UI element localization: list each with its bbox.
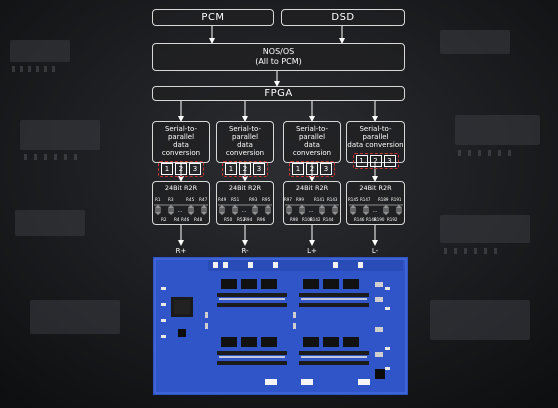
resistor-label: R46 — [181, 217, 190, 222]
resistor-label: R145 — [348, 197, 359, 202]
resistor-label: R146 — [354, 217, 365, 222]
resistor-label: R93 — [249, 197, 258, 202]
nos-os-box: NOS/OS (All to PCM) — [152, 43, 405, 71]
resistor-label: R45 — [186, 197, 195, 202]
r2r-title: 24Bit R2R — [164, 184, 198, 192]
svg-text:···: ··· — [372, 209, 377, 215]
resistor-label: R147 — [360, 197, 371, 202]
register-cell: 1 — [355, 155, 368, 167]
resistor-label: R3 — [168, 197, 174, 202]
register-cell: 1 — [161, 163, 173, 175]
resistor-label: R189 — [378, 197, 389, 202]
svg-text:···: ··· — [242, 209, 247, 215]
conversion-sublabel: data conversion — [292, 141, 332, 157]
conversion-label: Serial-to-parallel — [359, 125, 392, 141]
register-group: 1 2 3 — [158, 161, 204, 177]
resistor-label: R148 — [366, 217, 377, 222]
register-cell: 3 — [320, 163, 332, 175]
resistor-label: R100 — [302, 217, 313, 222]
resistor-label: R47 — [199, 197, 208, 202]
r2r-box-3: 24Bit R2R ··· R97 R99 R141 R143 R98 R100… — [283, 181, 341, 225]
register-cell: 2 — [306, 163, 318, 175]
r2r-title: 24Bit R2R — [295, 184, 329, 192]
r2r-title: 24Bit R2R — [359, 184, 392, 192]
svg-text:···: ··· — [178, 209, 183, 215]
r2r-box-2: 24Bit R2R ··· R49 R51 R93 R95 R50 R52 R9… — [216, 181, 274, 225]
register-cell: 3 — [383, 155, 396, 167]
r2r-ladder-schematic: ··· R145 R147 R189 R191 R146 R148 R190 R… — [348, 197, 403, 222]
resistor-label: R190 — [374, 217, 385, 222]
output-label-3: L+ — [307, 247, 317, 255]
fpga-box: FPGA — [152, 86, 405, 101]
r2r-box-1: 24Bit R2R ··· R1 R3 R45 R47 R2 R4 R46 R4… — [152, 181, 210, 225]
resistor-label: R144 — [323, 217, 334, 222]
register-cell: 2 — [175, 163, 187, 175]
output-label-2: R- — [241, 247, 249, 255]
conversion-box-2: Serial-to-parallel data conversion 1 2 3 — [216, 121, 274, 177]
resistor-label: R52 — [237, 217, 246, 222]
conversion-sublabel: data conversion — [347, 141, 404, 149]
conversion-label: Serial-to-parallel — [164, 125, 198, 141]
resistor-label: R97 — [284, 197, 292, 202]
output-label-4: L- — [371, 247, 379, 255]
nos-os-label: NOS/OS — [262, 47, 295, 56]
dsd-label: DSD — [331, 12, 355, 23]
r2r-ladder-schematic: ··· R97 R99 R141 R143 R98 R100 R142 R144 — [284, 197, 339, 222]
pcb-board-image — [153, 257, 408, 395]
register-cell: 2 — [239, 163, 251, 175]
resistor-label: R49 — [218, 197, 227, 202]
conversion-label: Serial-to-parallel — [295, 125, 329, 141]
register-cell: 1 — [225, 163, 237, 175]
resistor-label: R96 — [257, 217, 266, 222]
resistor-label: R98 — [290, 217, 298, 222]
svg-text:···: ··· — [309, 209, 314, 215]
resistor-label: R99 — [296, 197, 304, 202]
register-group: 1 2 3 — [222, 161, 268, 177]
register-group: 1 2 3 — [352, 153, 399, 169]
r2r-box-4: 24Bit R2R ··· R145 R147 R189 R191 R146 R… — [346, 181, 405, 225]
resistor-label: R50 — [224, 217, 233, 222]
conversion-sublabel: data conversion — [225, 141, 265, 157]
register-cell: 1 — [292, 163, 304, 175]
dsd-input-box: DSD — [281, 9, 405, 26]
output-label-1: R+ — [175, 247, 187, 255]
pcm-input-box: PCM — [152, 9, 274, 26]
register-cell: 3 — [253, 163, 265, 175]
register-cell: 2 — [369, 155, 382, 167]
nos-os-sublabel: (All to PCM) — [255, 57, 302, 66]
conversion-box-3: Serial-to-parallel data conversion 1 2 3 — [283, 121, 341, 177]
conversion-sublabel: data conversion — [161, 141, 201, 157]
pcm-label: PCM — [201, 12, 225, 23]
resistor-label: R4 — [174, 217, 180, 222]
resistor-label: R51 — [231, 197, 240, 202]
resistor-label: R192 — [387, 217, 398, 222]
r2r-ladder-schematic: ··· R49 R51 R93 R95 R50 R52 R94 R96 — [218, 197, 272, 222]
conversion-box-1: Serial-to-parallel data conversion 1 2 3 — [152, 121, 210, 177]
r2r-title: 24Bit R2R — [228, 184, 262, 192]
conversion-label: Serial-to-parallel — [228, 125, 262, 141]
resistor-label: R142 — [310, 217, 321, 222]
r2r-ladder-schematic: ··· R1 R3 R45 R47 R2 R4 R46 R48 — [154, 197, 208, 222]
resistor-label: R48 — [194, 217, 203, 222]
resistor-label: R141 — [314, 197, 325, 202]
resistor-label: R143 — [327, 197, 338, 202]
register-group: 1 2 3 — [289, 161, 335, 177]
conversion-box-4: Serial-to-parallel data conversion 1 2 3 — [346, 121, 405, 169]
resistor-label: R94 — [244, 217, 253, 222]
resistor-label: R1 — [155, 197, 161, 202]
fpga-label: FPGA — [264, 88, 293, 99]
register-cell: 3 — [189, 163, 201, 175]
resistor-label: R191 — [391, 197, 402, 202]
resistor-label: R2 — [161, 217, 167, 222]
resistor-label: R95 — [262, 197, 271, 202]
